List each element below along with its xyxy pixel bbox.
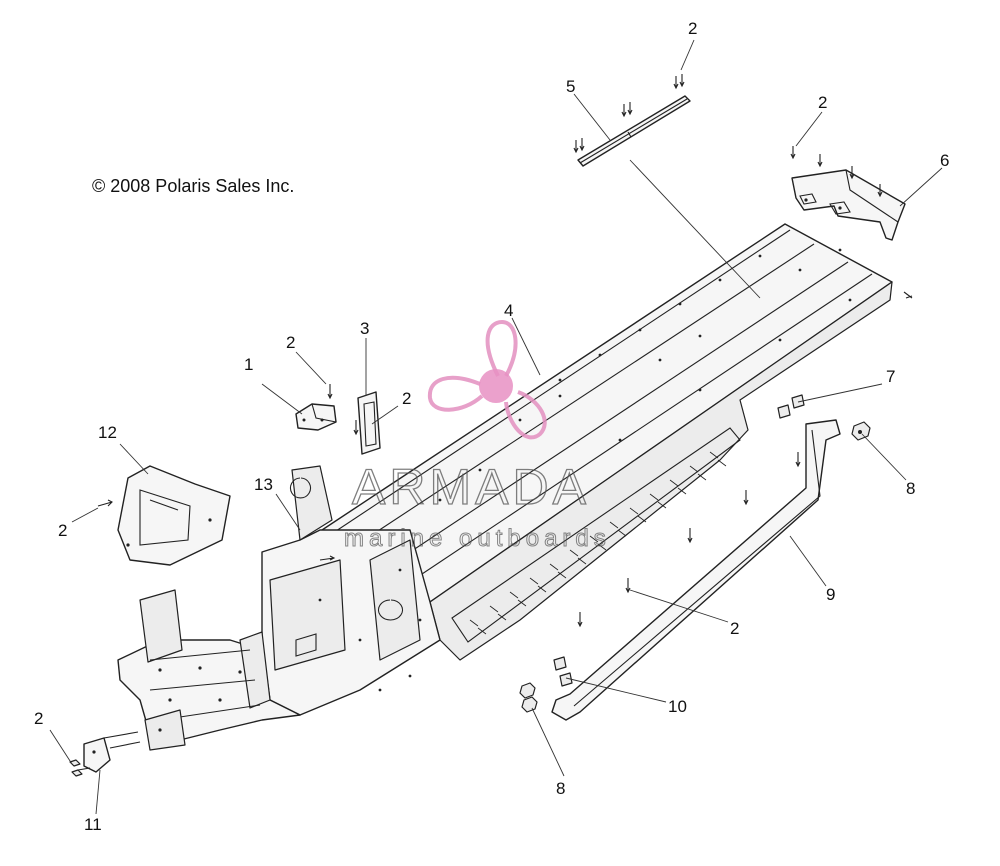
part-1-screw: [327, 384, 333, 400]
watermark-brand: ARMADA: [352, 459, 590, 515]
callout-7: 7: [886, 367, 895, 386]
callout-8-right: 8: [906, 479, 915, 498]
part-2-screws: [77, 291, 913, 771]
front-suspension-frame: [117, 589, 301, 751]
copyright-text: © 2008 Polaris Sales Inc.: [92, 176, 294, 196]
callout-13: 13: [254, 475, 273, 494]
leader-lines: [49, 39, 943, 815]
callout-12: 12: [98, 423, 117, 442]
callout-2-mid-b: 2: [402, 389, 411, 408]
part-11-bracket: [83, 731, 141, 773]
part-5-screws: [573, 74, 685, 154]
part-10-bolts: [553, 656, 573, 687]
part-12-steering-support: [117, 465, 231, 566]
watermark: ARMADA marine outboards: [344, 319, 611, 553]
callout-5: 5: [566, 77, 575, 96]
callout-2-rear: 2: [818, 93, 827, 112]
callout-2-left: 2: [58, 521, 67, 540]
watermark-tagline: marine outboards: [344, 525, 611, 552]
callout-11: 11: [84, 815, 102, 834]
callout-9: 9: [826, 585, 835, 604]
callout-1: 1: [244, 355, 253, 374]
part-13-front-frame: [261, 465, 441, 716]
callout-2-top: 2: [688, 19, 697, 38]
callout-10: 10: [668, 697, 687, 716]
part-1-bracket: [295, 403, 337, 431]
callouts: 2 5 2 6 4 3 2 2 1 12 13 2 7 8 9 2 10 8 2…: [34, 19, 949, 834]
part-8-nuts-bottom: [519, 682, 538, 713]
part-7-bolts: [777, 394, 805, 419]
callout-4: 4: [504, 301, 513, 320]
part-5-rail-strip: [577, 95, 691, 167]
callout-2-mid-a: 2: [286, 333, 295, 352]
propeller-logo-icon: [427, 319, 547, 440]
part-3-screw: [353, 420, 359, 436]
callout-2-lower: 2: [730, 619, 739, 638]
part-4-tunnel: [321, 223, 893, 661]
part-11-nuts: [69, 759, 83, 777]
callout-8-bottom: 8: [556, 779, 565, 798]
part-9-rear-bumper-bar: [551, 419, 841, 721]
callout-6: 6: [940, 151, 949, 170]
part-3-bracket: [357, 391, 381, 455]
callout-3: 3: [360, 319, 369, 338]
callout-2-bl: 2: [34, 709, 43, 728]
part-6-screws: [790, 146, 883, 198]
part-6-rear-bracket: [791, 169, 906, 241]
part-8-nut-right: [851, 421, 871, 441]
